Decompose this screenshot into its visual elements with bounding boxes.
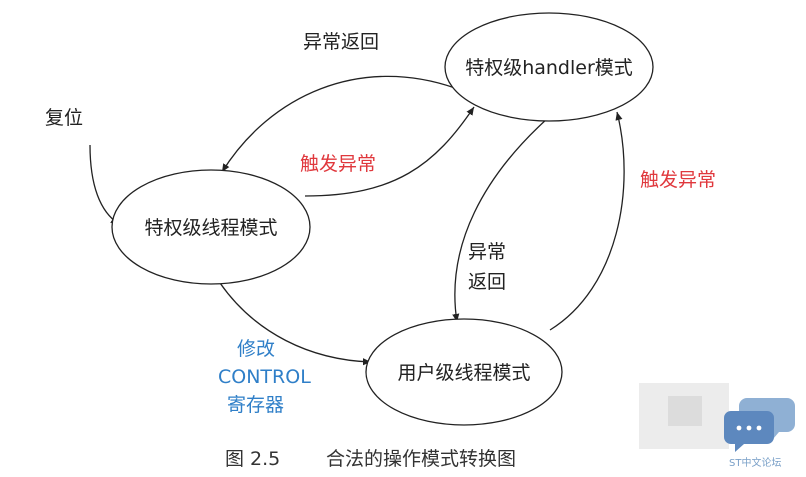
watermark-blur-block-inner	[668, 396, 702, 426]
edge-privileged-to-handler-trigger-exception	[304, 106, 475, 197]
figure-number: 图 2.5	[225, 448, 280, 470]
edge-privileged-to-user-modify-control	[219, 282, 372, 366]
node-user-thread-mode-label: 用户级线程模式	[397, 362, 530, 384]
label-reset: 复位	[45, 107, 83, 129]
watermark-text: ST中文论坛	[729, 456, 781, 469]
node-privileged-thread-mode-label: 特权级线程模式	[144, 217, 277, 239]
label-trigger-exception-right: 触发异常	[640, 169, 716, 191]
label-trigger-exception-middle: 触发异常	[300, 153, 376, 175]
edge-handler-to-user-exception-return	[452, 117, 549, 323]
chat-bubbles-icon	[724, 398, 795, 452]
edge-handler-to-privileged-exception-return	[221, 75, 456, 173]
label-exception-return-vertical-2: 返回	[468, 271, 506, 293]
node-user-thread-mode: 用户级线程模式	[365, 318, 563, 426]
label-modify-control-3: 寄存器	[227, 394, 284, 416]
node-handler-mode-label: 特权级handler模式	[465, 57, 633, 79]
node-handler-mode: 特权级handler模式	[444, 12, 654, 122]
figure-title: 合法的操作模式转换图	[326, 448, 516, 470]
label-exception-return-vertical-1: 异常	[468, 241, 506, 263]
node-privileged-thread-mode: 特权级线程模式	[111, 169, 311, 285]
label-modify-control-2: CONTROL	[218, 366, 311, 388]
label-exception-return-top: 异常返回	[303, 31, 379, 53]
edge-reset-to-privileged	[89, 144, 120, 225]
watermark: ST中文论坛	[639, 383, 795, 469]
edge-user-to-handler-trigger-exception	[549, 111, 625, 331]
label-modify-control-1: 修改	[237, 338, 275, 360]
